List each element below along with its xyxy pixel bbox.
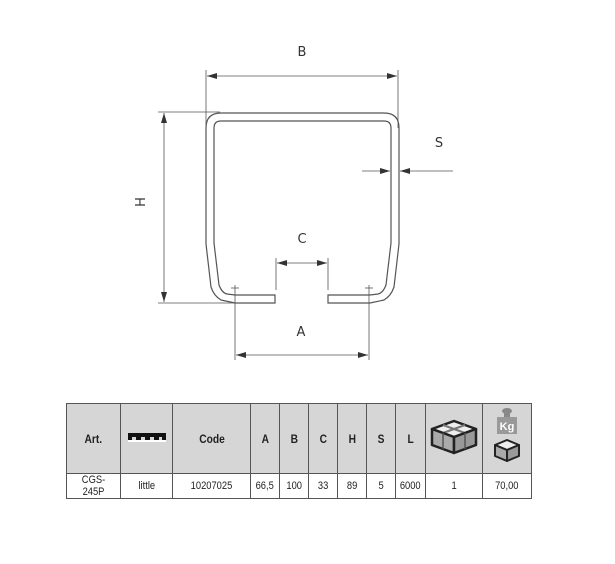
label-a: A xyxy=(297,325,306,340)
header-code: Code xyxy=(172,403,251,474)
svg-text:Kg: Kg xyxy=(500,421,515,433)
header-h: H xyxy=(337,403,367,474)
rail-profile-outline xyxy=(205,112,400,304)
cell-c: 33 xyxy=(308,473,338,499)
dimension-h xyxy=(158,111,235,304)
profile-drawing: B H S C A xyxy=(134,45,453,360)
weight-kg-icon: Kg xyxy=(494,408,520,462)
header-b: B xyxy=(279,403,309,474)
dimension-a xyxy=(231,285,373,360)
cell-l: 6000 xyxy=(395,473,426,499)
label-h: H xyxy=(134,197,149,207)
spec-table: Art. Code A B C H S L xyxy=(66,403,532,499)
header-row: Art. Code A B C H S L xyxy=(66,403,532,474)
table-row: CGS-245P little 10207025 66,5 100 33 89 … xyxy=(66,473,532,499)
cell-h: 89 xyxy=(337,473,367,499)
dimension-c xyxy=(275,258,329,290)
package-box-icon xyxy=(430,419,478,455)
header-weight: Kg xyxy=(482,403,532,474)
header-l: L xyxy=(395,403,426,474)
label-s: S xyxy=(435,136,443,151)
header-a: A xyxy=(250,403,280,474)
cell-code: 10207025 xyxy=(172,473,251,499)
dimension-b xyxy=(205,70,399,128)
cell-profile: little xyxy=(120,473,173,499)
cell-b: 100 xyxy=(279,473,309,499)
cell-package: 1 xyxy=(425,473,483,499)
cell-weight: 70,00 xyxy=(482,473,532,499)
header-s: S xyxy=(366,403,396,474)
cell-a: 66,5 xyxy=(250,473,280,499)
header-art: Art. xyxy=(66,403,121,474)
header-package xyxy=(425,403,483,474)
cell-art: CGS-245P xyxy=(66,473,121,499)
header-c: C xyxy=(308,403,338,474)
label-b: B xyxy=(298,45,307,60)
label-c: C xyxy=(297,232,306,247)
cell-s: 5 xyxy=(366,473,396,499)
rail-profile-icon xyxy=(127,432,166,442)
header-profile xyxy=(120,403,173,474)
